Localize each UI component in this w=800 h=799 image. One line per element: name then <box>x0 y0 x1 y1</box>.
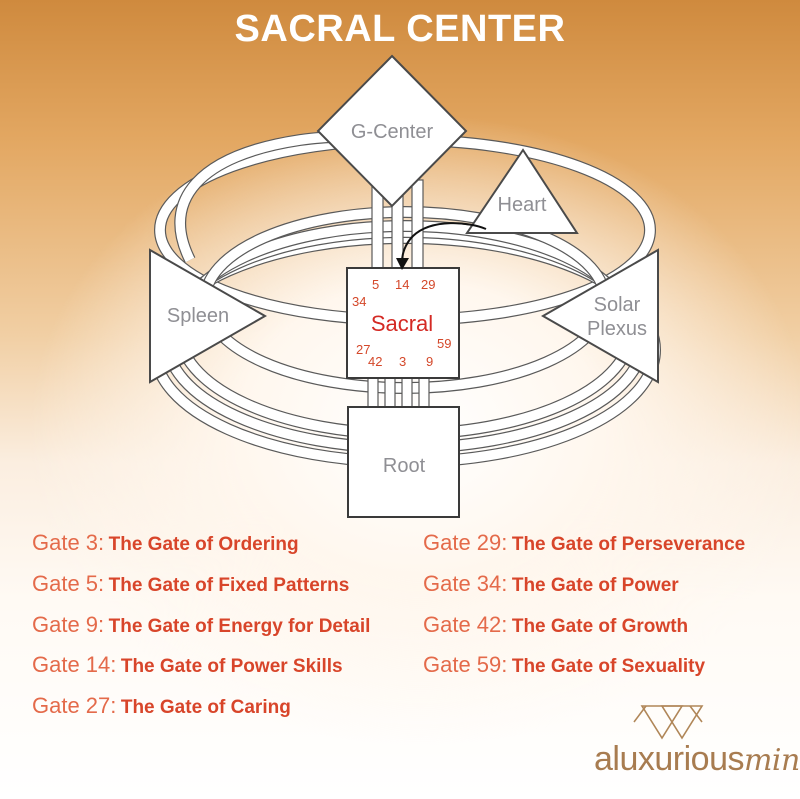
solar-plexus-shape: Solar Plexus <box>540 248 659 384</box>
gate-name: The Gate of Fixed Patterns <box>108 574 350 596</box>
gate-name: The Gate of Perseverance <box>511 534 746 555</box>
gate-59-label: 59 <box>437 336 451 351</box>
arrow-icon <box>396 222 487 270</box>
gate-list-left: Gate 3: The Gate of Ordering Gate 5: The… <box>32 530 370 734</box>
list-item: Gate 27: The Gate of Caring <box>32 693 370 734</box>
gate-42-label: 42 <box>368 354 382 369</box>
list-item: Gate 5: The Gate of Fixed Patterns <box>32 571 370 612</box>
gate-prefix: Gate 59: <box>423 652 508 678</box>
gate-prefix: Gate 34: <box>423 570 508 596</box>
list-item: Gate 3: The Gate of Ordering <box>32 530 370 571</box>
gate-prefix: Gate 29: <box>423 530 508 555</box>
list-item: Gate 42: The Gate of Growth <box>423 612 745 653</box>
gate-list-right: Gate 29: The Gate of Perseverance Gate 3… <box>423 530 745 693</box>
gate-name: The Gate of Sexuality <box>511 656 706 678</box>
gate-name: The Gate of Growth <box>511 615 689 637</box>
gate-prefix: Gate 14: <box>32 652 117 678</box>
sacral-label: Sacral <box>371 311 433 336</box>
gate-name: The Gate of Energy for Detail <box>108 615 371 637</box>
brand-logo: aluxuriousmind <box>594 700 800 790</box>
list-item: Gate 9: The Gate of Energy for Detail <box>32 612 370 653</box>
gate-9-label: 9 <box>426 354 433 369</box>
gate-prefix: Gate 27: <box>32 693 117 719</box>
brand-word-main: aluxurious <box>594 740 744 778</box>
gate-name: The Gate of Ordering <box>108 534 299 555</box>
gate-14-label: 14 <box>395 277 409 292</box>
triangle-logo-icon <box>633 705 704 740</box>
brand-word-accent: mind <box>743 743 800 778</box>
sacral-shape: Sacral 5 14 29 34 59 27 42 3 9 <box>346 267 460 379</box>
gate-27-label: 27 <box>356 342 370 357</box>
gate-29-label: 29 <box>421 277 435 292</box>
gate-5-label: 5 <box>372 277 379 292</box>
g-center-label: G-Center <box>351 121 434 143</box>
list-item: Gate 14: The Gate of Power Skills <box>32 652 370 693</box>
g-center-shape: G-Center <box>316 54 468 208</box>
gate-prefix: Gate 42: <box>423 611 508 637</box>
gate-3-label: 3 <box>399 354 406 369</box>
gate-prefix: Gate 5: <box>32 570 105 596</box>
list-item: Gate 34: The Gate of Power <box>423 571 745 612</box>
list-item: Gate 59: The Gate of Sexuality <box>423 652 745 693</box>
gate-name: The Gate of Power <box>511 574 679 596</box>
root-shape: Root <box>347 406 460 518</box>
gate-name: The Gate of Power Skills <box>120 656 343 678</box>
gate-prefix: Gate 9: <box>32 611 105 637</box>
page-title: SACRAL CENTER <box>234 8 566 50</box>
spleen-shape: Spleen <box>149 248 268 384</box>
spleen-label: Spleen <box>167 305 229 327</box>
solar-plexus-label-line2: Plexus <box>587 318 647 340</box>
gate-name: The Gate of Caring <box>120 697 291 719</box>
heart-label: Heart <box>498 194 547 216</box>
solar-plexus-label-line1: Solar <box>594 294 641 316</box>
brand-wordmark: aluxuriousmind <box>594 740 800 779</box>
gate-34-label: 34 <box>352 294 366 309</box>
gate-prefix: Gate 3: <box>32 530 105 555</box>
bodygraph-diagram: G-Center Heart Spleen Solar Plexus Sacra… <box>149 54 661 518</box>
heart-shape: Heart <box>465 148 579 234</box>
list-item: Gate 29: The Gate of Perseverance <box>423 530 745 571</box>
root-label: Root <box>383 455 426 477</box>
